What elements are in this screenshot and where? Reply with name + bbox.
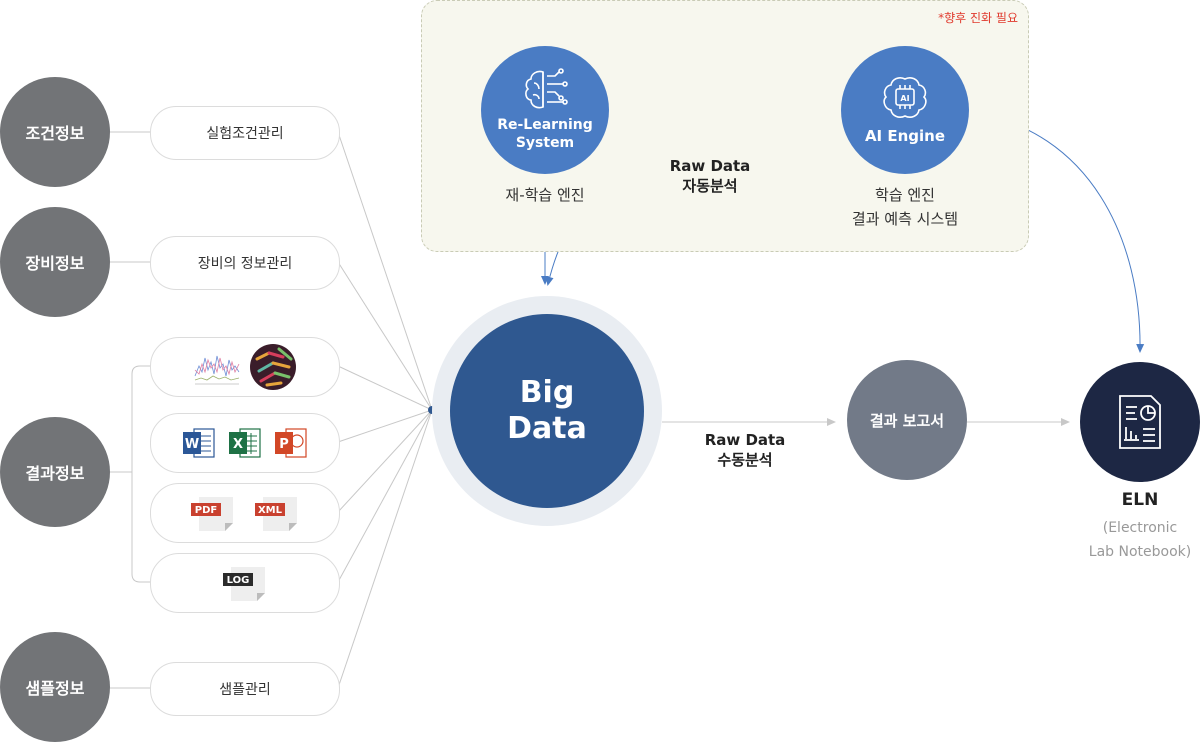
line-chart-thumbnail-icon bbox=[193, 346, 241, 388]
relearning-system-node[interactable]: Re-Learning System bbox=[481, 46, 609, 174]
report-document-icon bbox=[1119, 395, 1161, 449]
ai-engine-caption: 학습 엔진 결과 예측 시스템 bbox=[820, 183, 990, 231]
eln-subtitle: (Electronic Lab Notebook) bbox=[1070, 516, 1200, 564]
svg-text:P: P bbox=[279, 437, 289, 452]
relearning-caption: 재-학습 엔진 bbox=[505, 186, 585, 204]
eln-title: ELN bbox=[1121, 490, 1159, 510]
ai-engine-node[interactable]: AI AI Engine bbox=[841, 46, 969, 174]
future-note: *향후 진화 필요 bbox=[938, 11, 1018, 25]
excel-file-icon: X bbox=[229, 428, 261, 458]
eln-subtitle-1: (Electronic bbox=[1102, 520, 1178, 536]
eln-subtitle-2: Lab Notebook) bbox=[1088, 544, 1192, 560]
category-equipment[interactable]: 장비정보 bbox=[0, 207, 110, 317]
auto-analysis-label: Raw Data 자동분석 bbox=[650, 156, 770, 196]
molecule-image-icon bbox=[250, 344, 296, 390]
equipment-info-item[interactable]: 장비의 정보관리 bbox=[150, 236, 340, 290]
sample-management-item[interactable]: 샘플관리 bbox=[150, 662, 340, 716]
xml-file-icon: XML bbox=[255, 497, 297, 531]
manual-analysis-label: Raw Data 수동분석 bbox=[685, 430, 805, 470]
svg-text:W: W bbox=[185, 437, 199, 452]
powerpoint-file-icon: P bbox=[275, 428, 307, 458]
result-office-files-item[interactable]: W X P bbox=[150, 413, 340, 473]
manual-analysis-line1: Raw Data bbox=[704, 431, 786, 449]
auto-analysis-line2: 자동분석 bbox=[682, 177, 738, 195]
ai-engine-caption-1: 학습 엔진 bbox=[875, 186, 935, 204]
svg-text:XML: XML bbox=[258, 505, 283, 516]
result-charts-item[interactable] bbox=[150, 337, 340, 397]
category-results[interactable]: 결과정보 bbox=[0, 417, 110, 527]
brain-circuit-icon bbox=[525, 68, 568, 109]
ai-brain-icon: AI bbox=[883, 77, 927, 118]
svg-text:LOG: LOG bbox=[227, 575, 250, 586]
log-file-icon: LOG bbox=[223, 567, 265, 601]
result-data-files-item[interactable]: PDF XML bbox=[150, 483, 340, 543]
big-data-line2: Data bbox=[507, 411, 587, 446]
svg-text:PDF: PDF bbox=[195, 505, 217, 516]
ai-engine-label: AI Engine bbox=[864, 127, 946, 145]
eln-node[interactable] bbox=[1080, 362, 1200, 482]
result-log-files-item[interactable]: LOG bbox=[150, 553, 340, 613]
category-conditions[interactable]: 조건정보 bbox=[0, 77, 110, 187]
relearning-label-1: Re-Learning bbox=[497, 117, 593, 133]
ai-engine-caption-2: 결과 예측 시스템 bbox=[851, 210, 959, 228]
manual-analysis-line2: 수동분석 bbox=[717, 451, 773, 469]
big-data-node[interactable]: Big Data bbox=[450, 314, 644, 508]
big-data-line1: Big bbox=[519, 375, 575, 410]
ai-chip-text: AI bbox=[900, 94, 909, 103]
experiment-conditions-item[interactable]: 실험조건관리 bbox=[150, 106, 340, 160]
relearning-label-2: System bbox=[515, 135, 575, 151]
svg-text:X: X bbox=[233, 437, 243, 452]
category-samples[interactable]: 샘플정보 bbox=[0, 632, 110, 742]
auto-analysis-line1: Raw Data bbox=[669, 157, 751, 175]
result-report-node[interactable]: 결과 보고서 bbox=[847, 360, 967, 480]
word-file-icon: W bbox=[183, 428, 215, 458]
pdf-file-icon: PDF bbox=[191, 497, 233, 531]
